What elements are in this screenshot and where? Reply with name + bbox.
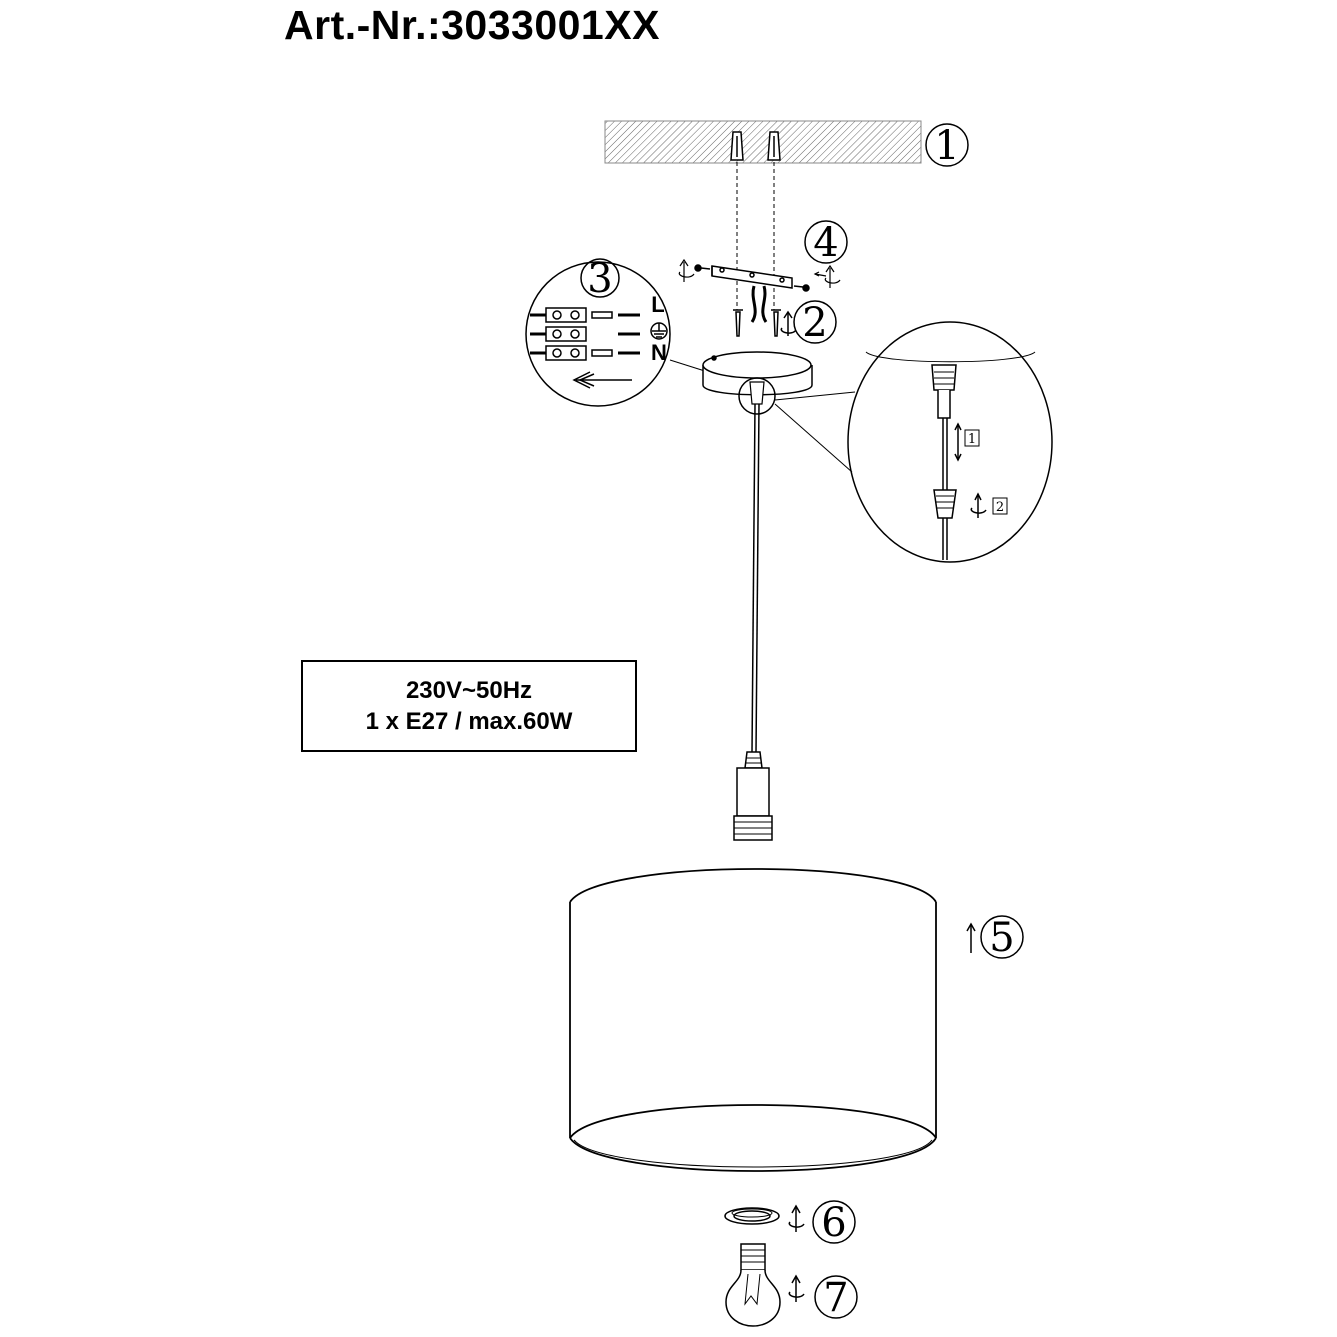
step-7-label: 7 — [823, 1275, 848, 1321]
ceiling-canopy — [702, 351, 813, 415]
article-number-title: Art.-Nr.:3033001XX — [284, 2, 660, 48]
pendant-cable — [751, 403, 760, 753]
step-5-label: 5 — [966, 915, 1024, 961]
direction-arrow-icon — [572, 371, 632, 389]
bracket-screws — [694, 264, 810, 292]
mounting-bracket — [711, 265, 793, 289]
lamp-holder — [733, 751, 773, 841]
step-3-label: 3 — [587, 256, 612, 302]
guide-lines — [736, 162, 775, 310]
step-6-label: 6 — [821, 1200, 846, 1246]
svg-text:5: 5 — [989, 915, 1014, 961]
svg-text:2: 2 — [802, 300, 827, 346]
spec-voltage: 230V~50Hz — [405, 677, 533, 704]
step-1-label: 1 — [925, 123, 969, 169]
strain-relief-detail: 1 2 — [774, 321, 1053, 563]
terminal-block — [530, 307, 640, 361]
wall-plugs — [730, 131, 781, 161]
wiring-detail: 3 L N — [525, 256, 709, 407]
spec-bulb: 1 x E27 / max.60W — [365, 708, 573, 735]
step-2-label: 2 — [793, 300, 837, 346]
ground-symbol-icon — [650, 322, 668, 340]
ceiling-screws — [733, 285, 797, 337]
step-4-label: 4 — [804, 220, 848, 266]
rotation-arrow-icon — [678, 258, 841, 288]
wire-label-neutral: N — [651, 340, 667, 365]
svg-text:1: 1 — [934, 123, 959, 169]
lamp-shade — [569, 868, 937, 1172]
electrical-spec-box: 230V~50Hz 1 x E27 / max.60W — [301, 660, 637, 752]
shade-ring: 6 — [724, 1200, 856, 1246]
light-bulb: 7 — [725, 1243, 858, 1327]
wire-label-live: L — [651, 292, 664, 317]
ceiling — [604, 120, 922, 164]
detail-step-2-label: 2 — [996, 500, 1004, 515]
detail-step-1-label: 1 — [968, 432, 976, 447]
svg-text:4: 4 — [813, 220, 838, 266]
